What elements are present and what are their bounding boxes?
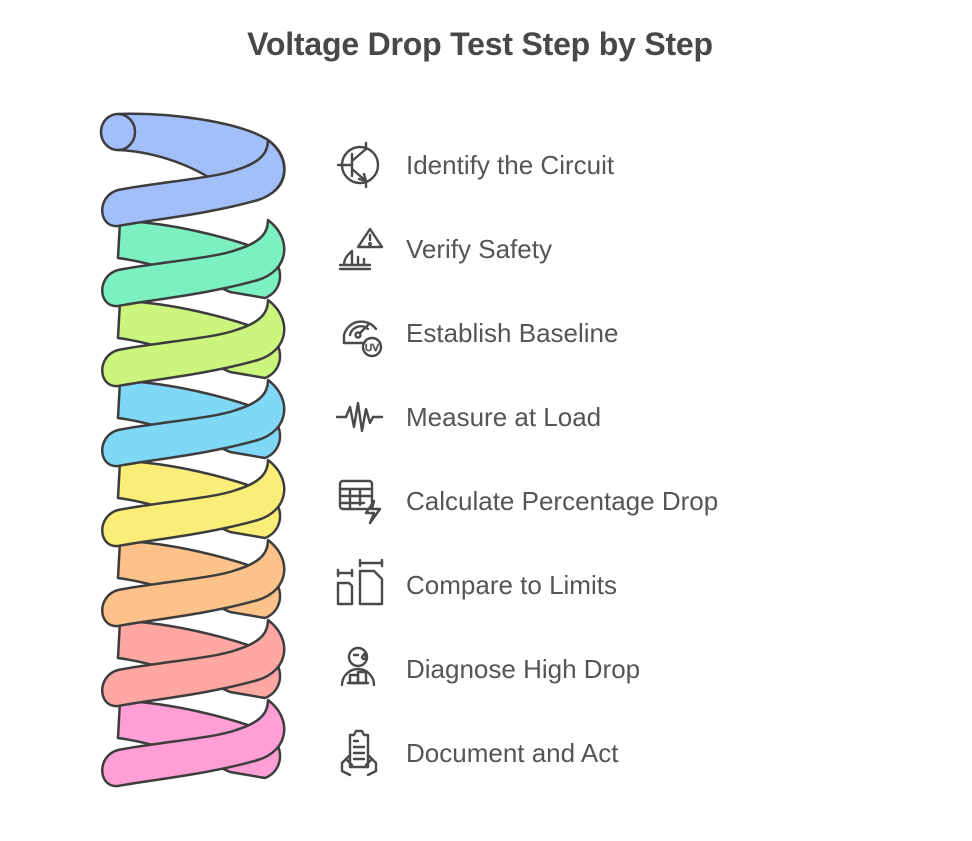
transistor-icon	[334, 139, 386, 191]
gauge-uv-icon: UV	[334, 307, 386, 359]
step-item: Verify Safety	[334, 224, 552, 274]
waveform-icon	[334, 391, 386, 443]
page-title: Voltage Drop Test Step by Step	[247, 26, 713, 62]
step-label: Establish Baseline	[406, 317, 619, 348]
step-item: Diagnose High Drop	[334, 644, 640, 694]
step-label: Compare to Limits	[406, 569, 617, 600]
step-label: Document and Act	[406, 737, 619, 768]
clipboard-hands-icon	[334, 727, 386, 779]
spiral-coil	[99, 112, 286, 788]
table-lightning-icon	[334, 475, 386, 527]
svg-text:UV: UV	[365, 343, 379, 354]
step-item: Document and Act	[334, 728, 618, 778]
step-label: Calculate Percentage Drop	[406, 485, 719, 516]
step-item: Compare to Limits	[334, 559, 617, 611]
step-label: Verify Safety	[406, 233, 552, 264]
step-item: UV Establish Baseline	[334, 308, 618, 358]
step-item: Measure at Load	[334, 392, 601, 442]
step-item: Calculate Percentage Drop	[334, 476, 718, 526]
step-label: Identify the Circuit	[406, 149, 615, 180]
size-compare-icon	[334, 559, 386, 611]
step-item: Identify the Circuit	[334, 140, 614, 190]
person-diagnose-icon	[334, 643, 386, 695]
step-label: Measure at Load	[406, 401, 602, 432]
warning-safety-icon	[334, 223, 386, 275]
step-label: Diagnose High Drop	[406, 653, 641, 684]
